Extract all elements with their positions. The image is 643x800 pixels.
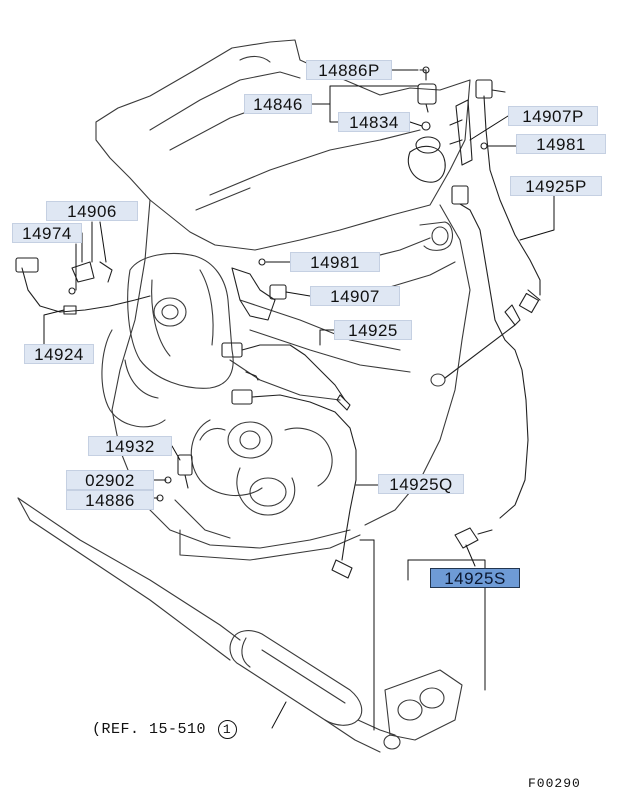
reference-prefix: (REF. 15-510: [92, 721, 207, 738]
reference-note[interactable]: (REF. 15-510 1: [92, 720, 237, 739]
part-label-14981-top[interactable]: 14981: [516, 134, 606, 154]
part-label-14974[interactable]: 14974: [12, 223, 82, 243]
part-label-14886[interactable]: 14886: [66, 490, 154, 510]
part-label-14906[interactable]: 14906: [46, 201, 138, 221]
part-label-02902[interactable]: 02902: [66, 470, 154, 490]
engine-block-drawing: [95, 39, 471, 561]
part-label-14846[interactable]: 14846: [244, 94, 312, 114]
part-label-14907P[interactable]: 14907P: [508, 106, 598, 126]
part-label-14886P[interactable]: 14886P: [306, 60, 392, 80]
reference-number: 1: [217, 720, 237, 739]
leader-lines: [43, 69, 555, 731]
harness-drawing: [15, 66, 541, 579]
part-label-14925[interactable]: 14925: [334, 320, 412, 340]
part-label-14981-mid[interactable]: 14981: [290, 252, 380, 272]
exhaust-pipe-drawing: [17, 497, 463, 753]
part-label-14925P[interactable]: 14925P: [510, 176, 602, 196]
part-label-14925Q[interactable]: 14925Q: [378, 474, 464, 494]
part-label-14834[interactable]: 14834: [338, 112, 410, 132]
part-label-14907[interactable]: 14907: [310, 286, 400, 306]
figure-code: F00290: [528, 776, 581, 791]
part-label-14925S[interactable]: 14925S: [430, 568, 520, 588]
part-label-14932[interactable]: 14932: [88, 436, 172, 456]
part-label-14924[interactable]: 14924: [24, 344, 94, 364]
